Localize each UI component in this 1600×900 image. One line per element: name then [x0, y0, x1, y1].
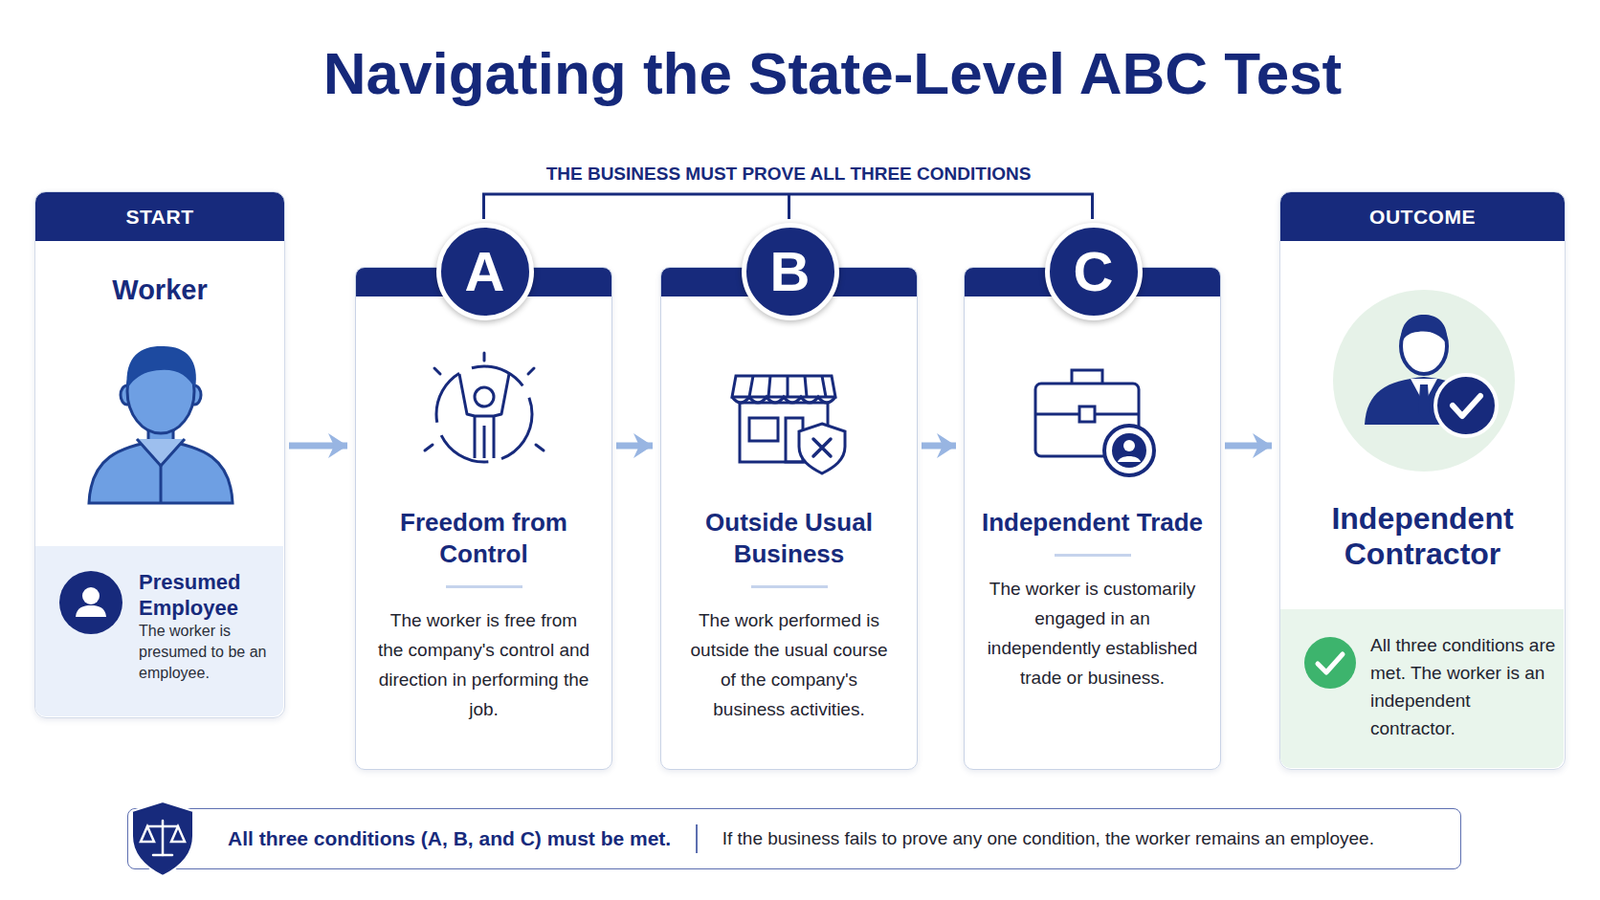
icon-part [140, 821, 185, 856]
icon-part [434, 368, 441, 375]
icon-part [1123, 440, 1135, 452]
icon-part [459, 374, 510, 459]
icon-part [132, 801, 194, 877]
card-b-text: The worker is free from the company's co… [355, 605, 612, 725]
icon-part [82, 587, 100, 605]
letter-text: B [770, 243, 811, 301]
contractor-icon [1328, 285, 1520, 477]
icon-part [436, 366, 533, 463]
icon-part [1452, 396, 1481, 417]
icon-part [749, 376, 826, 398]
icon-part [1333, 289, 1515, 472]
worker-icon [79, 332, 243, 505]
icon-part [1400, 314, 1447, 345]
icon-part [749, 418, 778, 442]
icon-part [75, 605, 107, 618]
flow-arrow [288, 443, 348, 450]
bracket [484, 194, 1093, 220]
icon-part [59, 571, 123, 635]
control-icon [417, 347, 552, 482]
pres-h-text: Presumed Employee [138, 569, 276, 622]
bracket-line [484, 194, 1093, 220]
letter-text: A [465, 243, 506, 301]
briefcase-icon [1025, 347, 1160, 482]
condition-card: Independent TradeThe worker is customari… [963, 266, 1222, 771]
icon-part [127, 346, 197, 390]
icon-part [136, 439, 185, 467]
green-b-text: All three conditions are met. The worker… [1370, 631, 1556, 743]
icon-part [732, 397, 836, 403]
band-text: OUTCOME [1280, 192, 1565, 242]
card-h-text: Freedom from Control [355, 507, 612, 571]
icon-part [535, 444, 544, 451]
icon-part [153, 854, 173, 858]
presumed-section: Presumed EmployeeThe worker is presumed … [35, 546, 284, 717]
icon-part [88, 440, 233, 504]
divider-line [751, 585, 828, 589]
icon-part [1071, 370, 1103, 384]
letter-text: C [1073, 243, 1114, 301]
letter-circle: C [1044, 222, 1143, 321]
title: Navigating the State-Level ABC Test [258, 36, 1407, 112]
icon-part [732, 376, 836, 398]
letter-circle: A [436, 222, 534, 321]
icon-part [171, 826, 185, 843]
card-h-text: Independent Trade [964, 507, 1221, 539]
icon-part [528, 368, 534, 375]
icon-part [1111, 433, 1147, 468]
flow-arrow [921, 443, 956, 450]
letter-circle: B [741, 222, 840, 321]
outcome-panel: OUTCOME Independent ContractorAll three c… [1279, 191, 1566, 771]
icon-part [159, 466, 163, 504]
card-b-text: The work performed is outside the usual … [661, 605, 917, 725]
start-panel: START WorkerPresumed EmployeeThe worker i… [34, 191, 286, 719]
icon-part [140, 826, 155, 843]
band-text: START [35, 192, 285, 242]
bar-b-text: If the business fails to prove any one c… [722, 826, 1442, 852]
icon-part [1304, 637, 1356, 689]
divider-line [445, 585, 523, 589]
icon-part [1418, 384, 1430, 420]
icon-part [147, 825, 178, 829]
divider-line [1054, 554, 1132, 557]
card-b-text: The worker is customarily engaged in an … [964, 574, 1221, 693]
pres-b-text: The worker is presumed to be an employee… [138, 621, 276, 685]
icon-part [1079, 406, 1095, 423]
flow-arrow [616, 443, 653, 450]
divider-line [695, 824, 698, 854]
bracket-label: THE BUSINESS MUST PROVE ALL THREE CONDIT… [453, 162, 1124, 186]
worker-text: Worker [35, 272, 285, 308]
icon-part [1117, 456, 1141, 463]
icon-part [1104, 425, 1155, 476]
condition-card: Freedom from ControlThe worker is free f… [355, 266, 613, 771]
flow-arrow [1224, 443, 1272, 450]
icon-part [474, 387, 494, 407]
storefront-icon [722, 347, 857, 482]
icon-part [1317, 654, 1343, 673]
card-h-text: Outside Usual Business [661, 507, 917, 571]
icon-part [1435, 375, 1497, 437]
shield-icon [128, 800, 198, 879]
icon-part [813, 439, 831, 457]
icon-part [483, 353, 487, 361]
label-patch: THE BUSINESS MUST PROVE ALL THREE CONDIT… [540, 163, 1038, 184]
bar-a-text: All three conditions (A, B, and C) must … [227, 825, 671, 853]
icon-part [799, 423, 845, 474]
person-badge-icon [59, 571, 123, 635]
rule-bar: All three conditions (A, B, and C) must … [127, 808, 1462, 870]
icon-part [424, 444, 433, 451]
bracket-line [787, 194, 791, 220]
result-section: All three conditions are met. The worker… [1280, 609, 1564, 769]
out-h-text: Independent Contractor [1280, 501, 1565, 573]
condition-card: Outside Usual BusinessThe work performed… [660, 266, 918, 771]
check-icon [1303, 636, 1357, 690]
